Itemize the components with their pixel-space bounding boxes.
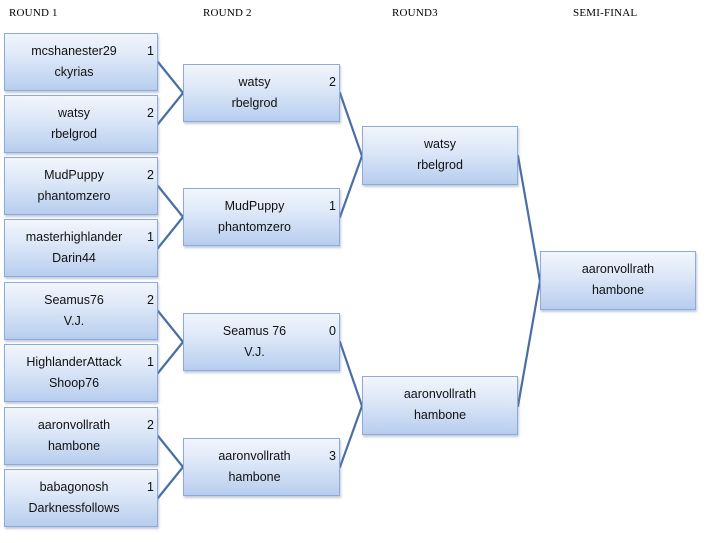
player-name: watsy <box>58 106 90 120</box>
player-name: MudPuppy <box>224 199 285 213</box>
match-score: 1 <box>147 230 154 244</box>
match-score: 1 <box>147 44 154 58</box>
bracket-connector-line <box>156 434 185 469</box>
match-score: 2 <box>147 293 154 307</box>
round1-match-6[interactable]: HighlanderAttack Shoop76 1 <box>4 344 158 402</box>
bracket-connector-line <box>338 154 364 219</box>
match-score: 2 <box>147 168 154 182</box>
match-score: 3 <box>329 449 336 463</box>
match-score: 2 <box>147 106 154 120</box>
match-score: 2 <box>147 418 154 432</box>
semi-final-header: SEMI-FINAL <box>573 7 638 19</box>
bracket-connector-line <box>516 154 542 283</box>
bracket-connector-line <box>156 340 185 375</box>
player-name: aaronvollrath <box>218 449 291 463</box>
round1-match-2[interactable]: watsy rbelgrod 2 <box>4 95 158 153</box>
match-score: 1 <box>147 480 154 494</box>
bracket-connector-line <box>338 340 364 408</box>
round-1-header: ROUND 1 <box>9 7 58 19</box>
bracket-connector-line <box>156 465 185 500</box>
match-score: 1 <box>147 355 154 369</box>
player-name: aaronvollrath <box>581 262 655 276</box>
round2-match-4[interactable]: aaronvollrath hambone 3 <box>183 438 340 496</box>
round-3-header: ROUND3 <box>392 7 438 19</box>
player-name: aaronvollrath <box>403 387 477 401</box>
player-name: mcshanester29 <box>31 44 117 58</box>
player-name: hambone <box>591 283 645 297</box>
match-score: 0 <box>329 324 336 338</box>
round1-match-4[interactable]: masterhighlander Darin44 1 <box>4 219 158 277</box>
round1-match-8[interactable]: babagonosh Darknessfollows 1 <box>4 469 158 527</box>
player-name: rbelgrod <box>51 127 97 141</box>
bracket-connector-line <box>516 279 542 408</box>
bracket-connector-line <box>338 404 364 469</box>
round2-match-2[interactable]: MudPuppy phantomzero 1 <box>183 188 340 246</box>
round1-match-1[interactable]: mcshanester29 ckyrias 1 <box>4 33 158 91</box>
player-name: Seamus 76 <box>222 324 287 338</box>
player-name: ckyrias <box>54 65 94 79</box>
round2-match-3[interactable]: Seamus 76 V.J. 0 <box>183 313 340 371</box>
player-name: hambone <box>413 408 467 422</box>
match-score: 2 <box>329 75 336 89</box>
bracket-connector-line <box>156 309 185 344</box>
player-name: rbelgrod <box>231 96 278 110</box>
player-name: Darin44 <box>52 251 96 265</box>
bracket-connector-line <box>156 60 185 95</box>
round3-match-1[interactable]: watsy rbelgrod <box>362 126 518 185</box>
player-name: Darknessfollows <box>28 501 120 515</box>
player-name: babagonosh <box>39 480 109 494</box>
bracket-connector-line <box>156 91 185 126</box>
bracket-connector-line <box>156 184 185 219</box>
round1-match-5[interactable]: Seamus76 V.J. 2 <box>4 282 158 340</box>
bracket-connector-line <box>338 91 364 158</box>
player-name: MudPuppy <box>44 168 104 182</box>
round1-match-7[interactable]: aaronvollrath hambone 2 <box>4 407 158 465</box>
player-name: rbelgrod <box>417 158 463 172</box>
player-name: masterhighlander <box>25 230 123 244</box>
player-name: HighlanderAttack <box>26 355 122 369</box>
match-score: 1 <box>329 199 336 213</box>
player-name: watsy <box>238 75 271 89</box>
round-2-header: ROUND 2 <box>203 7 252 19</box>
player-name: V.J. <box>63 314 85 328</box>
semifinal-match[interactable]: aaronvollrath hambone <box>540 251 696 310</box>
player-name: watsy <box>424 137 456 151</box>
player-name: hambone <box>228 470 281 484</box>
player-name: aaronvollrath <box>37 418 111 432</box>
player-name: phantomzero <box>37 189 111 203</box>
player-name: hambone <box>47 439 101 453</box>
round2-match-1[interactable]: watsy rbelgrod 2 <box>183 64 340 122</box>
player-name: Shoop76 <box>48 376 100 390</box>
round1-match-3[interactable]: MudPuppy phantomzero 2 <box>4 157 158 215</box>
round3-match-2[interactable]: aaronvollrath hambone <box>362 376 518 435</box>
bracket-connector-line <box>156 215 185 250</box>
player-name: Seamus76 <box>44 293 104 307</box>
player-name: phantomzero <box>218 220 291 234</box>
player-name: V.J. <box>244 345 265 359</box>
